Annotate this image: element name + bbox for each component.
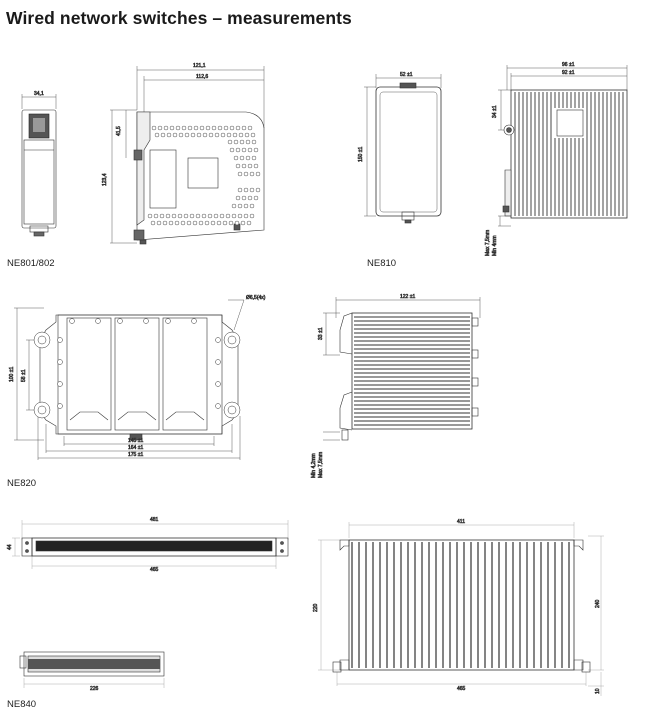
dim-ne840-front-h: 44 (7, 544, 13, 550)
dim-ne840-top-h: 240 (595, 599, 601, 608)
dim-ne810-side-top: 34 ±1 (492, 105, 498, 118)
ne820-mount-holes (33, 318, 241, 419)
dim-ne840-top-small: 10 (595, 688, 601, 694)
dim-ne820-side-width: 122 ±1 (400, 294, 415, 300)
dim-ne820-hole: Ø6,5(4x) (246, 295, 266, 301)
model-label-ne801: NE801/802 (7, 258, 55, 269)
dim-ne820-side-min: Min 4,2mm (311, 453, 317, 478)
dim-ne810-side-max: Max 7,5mm (485, 230, 491, 256)
dim-ne840-front-top: 481 (150, 517, 159, 523)
dim-ne801-front-width: 34,1 (34, 91, 44, 97)
dim-ne801-side-inner: 112,6 (196, 74, 208, 80)
dim-ne801-side-total: 121,1 (193, 63, 206, 69)
ne820-side-view (323, 297, 481, 441)
ne801-front-view (21, 94, 57, 237)
ne840-top-view (318, 522, 604, 696)
ne810-side-view (498, 65, 628, 227)
dim-ne840-small-w: 226 (90, 686, 99, 692)
dim-ne810-side-min: Min 4mm (492, 235, 498, 256)
ne840-fins (351, 542, 570, 668)
dim-ne820-w3: 175 ±1 (128, 452, 143, 458)
dim-ne810-side-outer: 96 ±1 (562, 62, 575, 68)
dim-ne820-w2: 164 ±1 (128, 445, 143, 451)
ne820-fins (354, 316, 470, 426)
dim-ne810-side-inner: 92 ±1 (562, 70, 575, 76)
dim-ne810-front-width: 52 ±1 (400, 72, 413, 78)
model-label-ne820: NE820 (7, 478, 37, 489)
dim-ne820-height-inner: 58 ±1 (21, 369, 27, 382)
ne840-front-view (12, 520, 289, 569)
dim-ne840-top-w2: 465 (457, 686, 466, 692)
ne801-side-view (110, 66, 265, 245)
dim-ne820-side-max: Max 7,5mm (318, 452, 324, 478)
dim-ne801-side-small: 41,5 (116, 126, 122, 136)
ne810-fins (514, 92, 624, 216)
dim-ne840-top-w: 411 (457, 519, 465, 525)
dim-ne840-top-h2: 220 (313, 603, 319, 612)
ne810-front-view (364, 74, 442, 224)
dim-ne840-front-bottom: 465 (150, 567, 159, 573)
model-label-ne840: NE840 (7, 699, 37, 710)
dim-ne820-side-top: 33 ±1 (318, 327, 324, 340)
model-label-ne810: NE810 (367, 258, 397, 269)
ne840-small-view (19, 651, 165, 688)
ne801-vent-holes (147, 125, 261, 226)
dim-ne820-height-outer: 100 ±1 (9, 367, 15, 382)
dim-ne801-side-height: 123,4 (102, 173, 108, 186)
dim-ne820-w1: 145 ±1 (128, 438, 143, 444)
dim-ne810-front-height: 150 ±1 (358, 147, 364, 162)
page-title: Wired network switches – measurements (6, 8, 352, 28)
ne820-front-view (14, 299, 245, 460)
